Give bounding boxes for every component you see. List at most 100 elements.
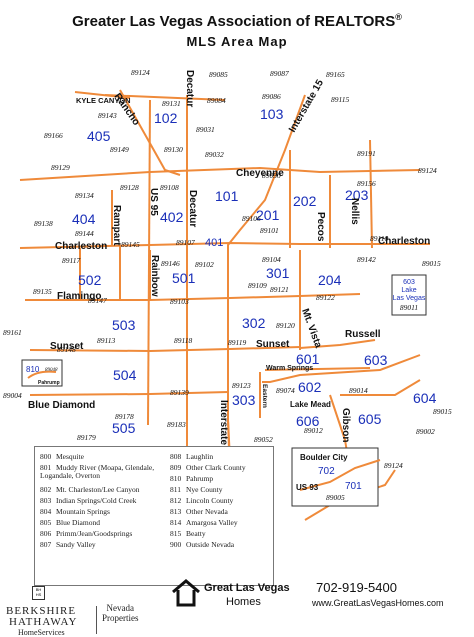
street-sunset-left: Sunset — [50, 341, 84, 352]
street-us93: US 93 — [296, 483, 319, 492]
zip-89084: 89084 — [207, 96, 226, 105]
zip-89101: 89101 — [260, 226, 279, 235]
street-boulder-city: Boulder City — [300, 453, 348, 462]
street-lake-mead: Lake Mead — [290, 400, 331, 409]
website-link[interactable]: www.GreatLasVegasHomes.com — [312, 598, 444, 608]
zip-89142: 89142 — [357, 255, 376, 264]
street-interstate15-top: Interstate 15 — [287, 78, 326, 135]
zip-89102: 89102 — [195, 260, 214, 269]
area-405: 405 — [87, 128, 111, 144]
zip-89161: 89161 — [3, 328, 22, 337]
street-us95: US 95 — [148, 188, 159, 216]
zip-89143: 89143 — [98, 111, 117, 120]
area-601: 601 — [296, 351, 320, 367]
zip-89156: 89156 — [357, 179, 376, 188]
zip-89011: 89011 — [400, 303, 418, 312]
glv-brand-line2: Homes — [226, 596, 261, 608]
zip-89104: 89104 — [262, 255, 281, 264]
berkshire-line1: BERKSHIRE — [6, 605, 77, 617]
zip-89130: 89130 — [164, 145, 183, 154]
area-203: 203 — [345, 187, 369, 203]
street-nellis: Nellis — [349, 198, 360, 225]
svg-text:Las Vegas: Las Vegas — [393, 295, 426, 302]
berkshire-logo: BH HS — [32, 586, 45, 600]
zip-89107: 89107 — [176, 238, 195, 247]
area-605: 605 — [358, 411, 382, 427]
nevada-properties: Nevada Properties — [102, 603, 139, 623]
mls-area-map: 810 89048 Pahrump 603 Lake Las Vegas 890… — [3, 68, 452, 541]
area-labels: 405 102 103 101 404 402 201 202 203 401 … — [72, 106, 437, 436]
street-pecos: Pecos — [315, 212, 326, 242]
zip-89118: 89118 — [174, 336, 192, 345]
zip-89120: 89120 — [276, 321, 295, 330]
zip-89109: 89109 — [248, 281, 267, 290]
area-404: 404 — [72, 211, 96, 227]
zip-89135: 89135 — [33, 287, 52, 296]
zip-89121: 89121 — [270, 285, 289, 294]
zip-89110: 89110 — [370, 234, 388, 243]
zip-89166: 89166 — [44, 131, 63, 140]
area-102: 102 — [154, 110, 178, 126]
zip-89106: 89106 — [242, 214, 261, 223]
zip-89030: 89030 — [262, 171, 281, 180]
zip-89149: 89149 — [110, 145, 129, 154]
area-204: 204 — [318, 272, 342, 288]
zip-89117: 89117 — [62, 256, 80, 265]
zip-89178: 89178 — [115, 412, 134, 421]
street-interstate15-low: Interstate 15 — [218, 400, 229, 459]
area-701: 701 — [345, 481, 362, 492]
zip-89139: 89139 — [170, 388, 189, 397]
area-303: 303 — [232, 392, 256, 408]
zip-89115: 89115 — [331, 95, 349, 104]
street-flamingo: Flamingo — [57, 291, 101, 302]
street-charleston-right: Charleston — [378, 236, 430, 247]
zip-89119: 89119 — [228, 338, 246, 347]
street-charleston-left: Charleston — [55, 241, 107, 252]
area-603: 603 — [364, 352, 388, 368]
zip-89031: 89031 — [196, 125, 215, 134]
svg-text:603: 603 — [403, 279, 415, 286]
street-rampart: Rampart — [111, 205, 122, 246]
street-gibson: Gibson — [340, 408, 351, 442]
zip-89014: 89014 — [349, 386, 368, 395]
zip-89113: 89113 — [97, 336, 115, 345]
area-201: 201 — [256, 207, 280, 223]
area-301: 301 — [266, 265, 290, 281]
zip-89074: 89074 — [276, 386, 295, 395]
zip-89015: 89015 — [422, 259, 441, 268]
area-503: 503 — [112, 317, 136, 333]
area-810: 810 — [26, 365, 40, 374]
zip-89146: 89146 — [161, 259, 180, 268]
area-505: 505 — [112, 420, 136, 436]
glv-brand-line1: Great Las Vegas — [204, 582, 290, 594]
map-subtitle: MLS Area Map — [186, 34, 288, 49]
street-eastern: Eastern — [261, 384, 268, 408]
area-402: 402 — [160, 209, 184, 225]
boulder-city-inset: Boulder City 702 701 US 93 89005 — [291, 447, 381, 507]
zip-89191: 89191 — [357, 149, 376, 158]
zip-89004: 89004 — [3, 391, 22, 400]
area-302: 302 — [242, 315, 266, 331]
zip-89087: 89087 — [270, 69, 289, 78]
zip-89108: 89108 — [160, 183, 179, 192]
street-sunset-mid: Sunset — [256, 339, 290, 350]
zip-89134: 89134 — [75, 191, 94, 200]
zip-89086: 89086 — [262, 92, 281, 101]
zip-89122: 89122 — [316, 293, 335, 302]
zip-89165: 89165 — [326, 70, 345, 79]
street-rainbow: Rainbow — [149, 255, 160, 297]
zip-89015-south: 89015 — [433, 407, 452, 416]
zip-89124: 89124 — [131, 68, 150, 77]
zip-89002: 89002 — [416, 427, 435, 436]
